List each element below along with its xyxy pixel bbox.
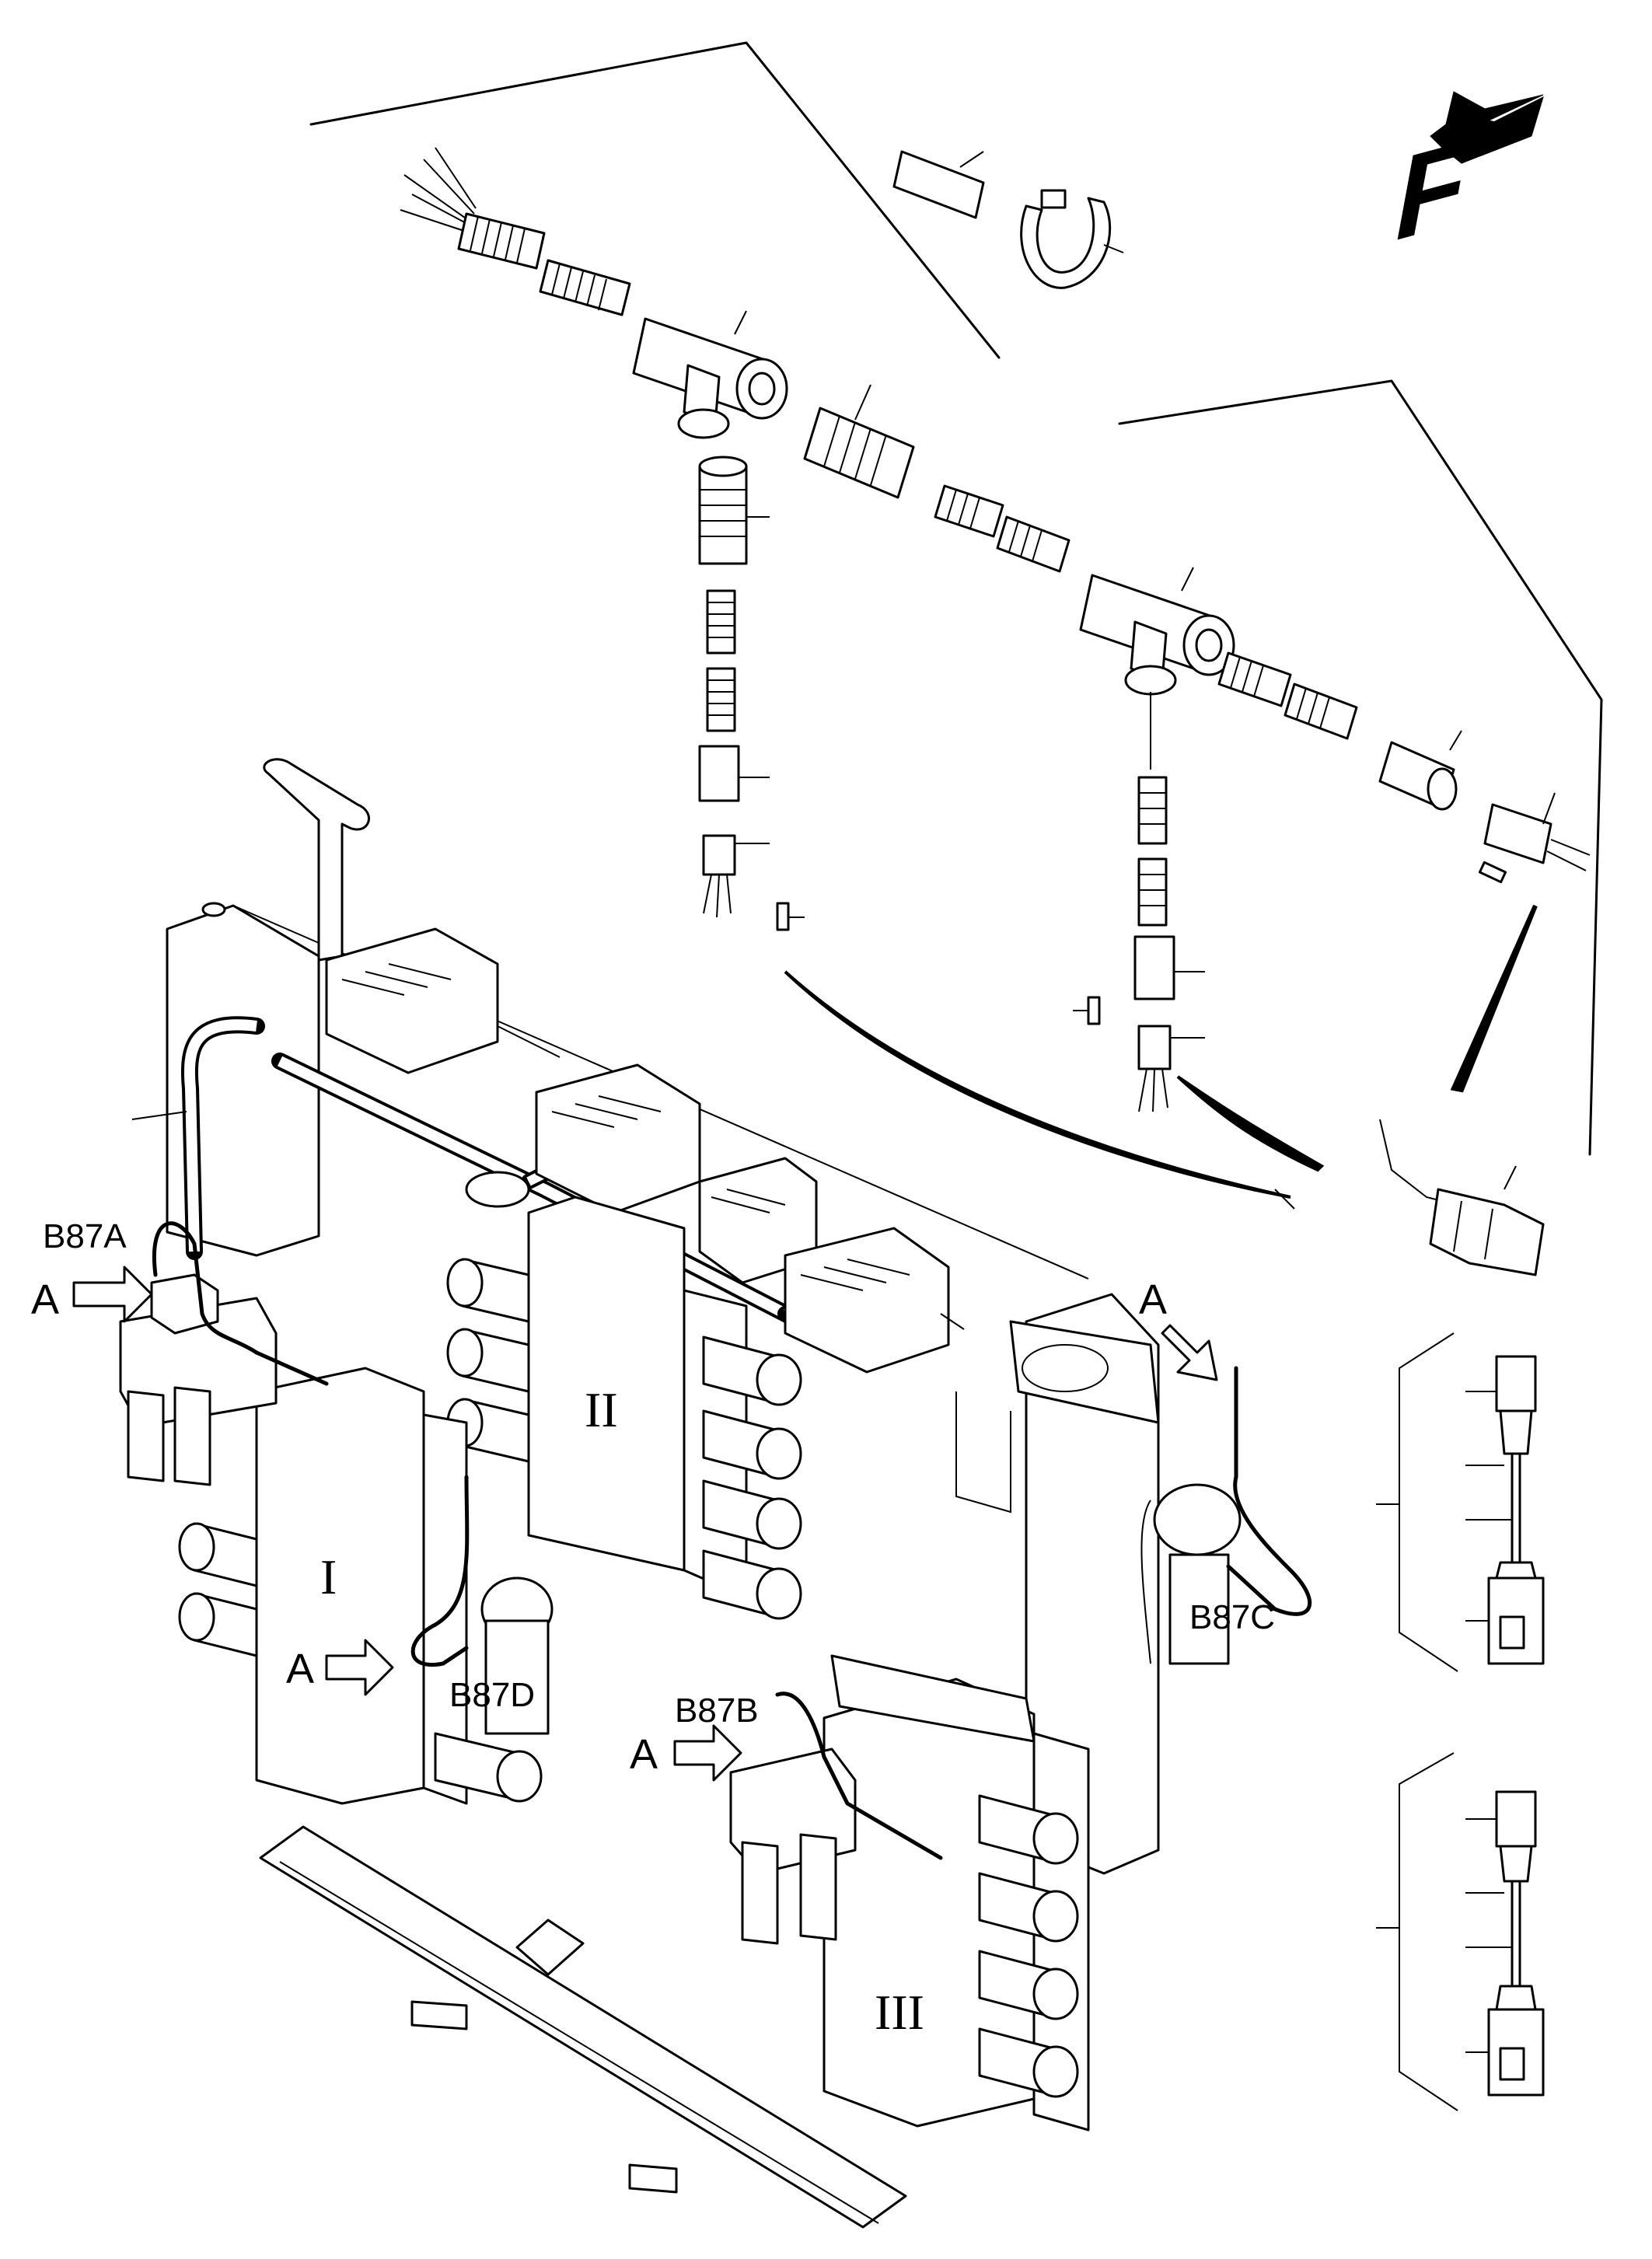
valve-group-label-2: II [585,1382,618,1437]
t-junction-lower [1079,567,1235,696]
filter-housing-a [119,1273,278,1486]
direction-indicator: F [1395,91,1544,265]
part-leader-lines [131,1025,1295,1330]
corrugated-tube-top-left [457,212,631,316]
view-marker-a-1: A [31,1266,153,1323]
view-label-a-2: A [1139,1276,1167,1323]
valve-group-label-3: III [875,1985,924,2040]
view-marker-a-3: A [286,1639,394,1696]
connector-detail-bottom [1376,1752,1545,2111]
filter-housing-c [1140,1483,1242,1665]
view-arrow-icon [1161,1324,1218,1381]
valve-frame-assembly: II I III [119,758,1312,2229]
valve-group-3: III [823,1654,1090,2132]
cable-tie [1020,189,1124,289]
corrugated-tube-middle [934,484,1070,573]
vertical-branch-left [698,456,805,931]
view-label-a-4: A [630,1731,658,1778]
connector-plug-right [1483,792,1591,871]
valve-spool-cylinders-group-1 [178,1522,543,1803]
vertical-branch-right [1073,692,1205,1112]
solenoid-valve-block-4 [784,1227,950,1374]
view-arrow-icon [325,1639,394,1696]
valve-group-1: I [178,1367,543,1805]
filter-housing-b [729,1747,857,1945]
sensor-label-b87b: B87B [675,1692,759,1730]
valve-spool-cylinders-left [446,1258,530,1463]
pin-right [1478,861,1507,884]
filter-housing-d [480,1576,554,1735]
direction-arrow-icon [1430,91,1544,164]
view-marker-a-4: A [630,1724,742,1782]
wire-ends-left [400,147,477,232]
corrugated-tube-right [1217,651,1358,740]
terminal-strip [259,1825,907,2229]
connector-detail-top [1379,1119,1545,1276]
grommet-right [1378,730,1462,811]
labels: B87A B87B B87C B87D A A A A [31,1217,1275,1782]
view-marker-a-2: A [1139,1276,1218,1381]
valve-group-label-1: I [320,1549,337,1604]
view-arrow-icon [673,1724,742,1782]
view-label-a-3: A [286,1646,314,1692]
t-junction-upper [632,310,788,439]
connector-detail-middle [1376,1332,1545,1672]
valve-spool-cylinders-right [702,1335,802,1620]
sensor-label-b87d: B87D [449,1676,535,1714]
valve-spool-cylinders-group-3 [978,1794,1079,2098]
view-label-a-1: A [31,1276,59,1323]
valve-group-2: II [446,1171,802,1620]
exploded-harness-panel [309,41,1603,1199]
protective-sleeve [892,150,985,219]
coupling-sleeve-upper [803,384,915,499]
sensor-label-b87a: B87A [43,1217,127,1255]
sensor-label-b87c: B87C [1189,1598,1275,1636]
view-arrow-icon [72,1266,153,1323]
solenoid-valve-block-1 [325,927,499,1074]
